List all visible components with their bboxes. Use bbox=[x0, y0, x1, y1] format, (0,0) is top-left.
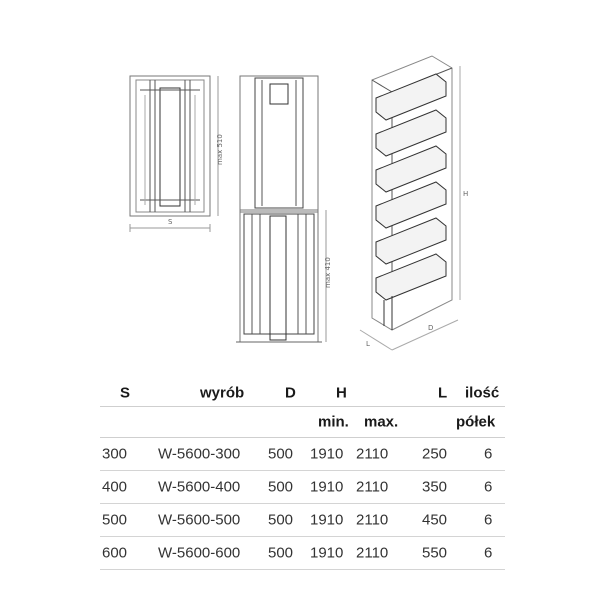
header-d: D bbox=[285, 384, 296, 402]
header-l: L bbox=[438, 384, 448, 402]
table-row: 600 W-5600-600 500 1910 2110 550 6 bbox=[100, 537, 505, 570]
table-subheader-row: min. max. półek bbox=[100, 407, 505, 438]
cell-d: 500 bbox=[268, 511, 294, 529]
table-header-row: S wyrób D H L ilość bbox=[100, 380, 505, 407]
cell-s: 600 bbox=[102, 544, 128, 562]
cell-s: 500 bbox=[102, 511, 128, 529]
cell-s: 300 bbox=[102, 445, 128, 463]
side-height-label: max 410 bbox=[324, 257, 332, 288]
header-max: max. bbox=[364, 413, 399, 431]
header-polek: półek bbox=[456, 413, 496, 431]
cell-polek: 6 bbox=[484, 544, 493, 562]
iso-l-label: L bbox=[366, 340, 370, 348]
drawings-svg bbox=[129, 55, 461, 351]
cell-l: 450 bbox=[422, 511, 448, 529]
table-row: 500 W-5600-500 500 1910 2110 450 6 bbox=[100, 504, 505, 537]
spec-table: S wyrób D H L ilość min. max. półek 300 … bbox=[100, 380, 505, 570]
cell-h-max: 2110 bbox=[356, 445, 389, 463]
front-view-drawing bbox=[129, 75, 219, 232]
cell-polek: 6 bbox=[484, 445, 493, 463]
header-wyrob: wyrób bbox=[200, 384, 245, 402]
header-h: H bbox=[336, 384, 347, 402]
cell-l: 250 bbox=[422, 445, 448, 463]
cell-h-max: 2110 bbox=[356, 544, 389, 562]
header-min: min. bbox=[318, 413, 349, 431]
side-view-drawing bbox=[236, 75, 327, 343]
header-s: S bbox=[120, 384, 131, 402]
cell-wyrob: W-5600-400 bbox=[158, 478, 241, 496]
cell-h-min: 1910 bbox=[310, 511, 344, 529]
header-ilosc: ilość bbox=[465, 384, 500, 402]
cell-h-min: 1910 bbox=[310, 544, 344, 562]
cell-d: 500 bbox=[268, 478, 294, 496]
isometric-view-drawing bbox=[359, 55, 461, 351]
cell-wyrob: W-5600-500 bbox=[158, 511, 241, 529]
table-row: 400 W-5600-400 500 1910 2110 350 6 bbox=[100, 471, 505, 504]
cell-s: 400 bbox=[102, 478, 128, 496]
cell-h-max: 2110 bbox=[356, 511, 389, 529]
cell-h-min: 1910 bbox=[310, 445, 344, 463]
cell-h-min: 1910 bbox=[310, 478, 344, 496]
cell-l: 550 bbox=[422, 544, 448, 562]
front-height-label: max 510 bbox=[216, 134, 224, 165]
front-width-label: S bbox=[168, 218, 173, 226]
cell-d: 500 bbox=[268, 445, 294, 463]
cell-wyrob: W-5600-600 bbox=[158, 544, 241, 562]
cell-d: 500 bbox=[268, 544, 294, 562]
cell-polek: 6 bbox=[484, 478, 493, 496]
iso-h-label: H bbox=[463, 190, 469, 198]
technical-drawings: max 510 S max 410 H D L bbox=[129, 55, 469, 351]
iso-d-label: D bbox=[428, 324, 434, 332]
cell-h-max: 2110 bbox=[356, 478, 389, 496]
table-row: 300 W-5600-300 500 1910 2110 250 6 bbox=[100, 438, 505, 471]
cell-l: 350 bbox=[422, 478, 448, 496]
cell-wyrob: W-5600-300 bbox=[158, 445, 241, 463]
cell-polek: 6 bbox=[484, 511, 493, 529]
